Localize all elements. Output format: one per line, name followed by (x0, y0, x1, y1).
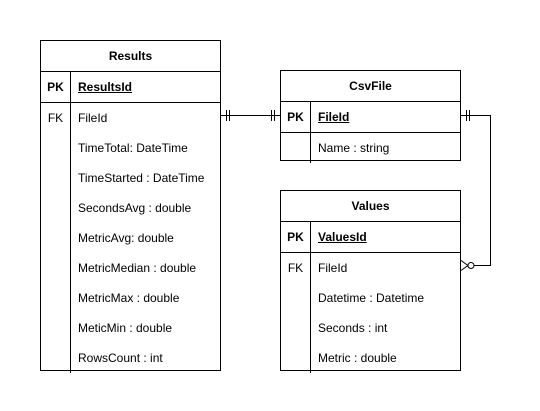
field-name: MetricMedian : double (78, 261, 197, 275)
pk-label: PK (281, 222, 311, 252)
field-name: Datetime : Datetime (318, 291, 425, 305)
connector-line (461, 115, 491, 266)
key-cell (281, 313, 311, 343)
values-entity[interactable]: Values PK ValuesId FK FileId Datetime : D… (280, 190, 461, 373)
key-cell (41, 343, 71, 373)
entity-title: Values (281, 191, 460, 222)
field-name: TimeStarted : DateTime (78, 171, 205, 185)
field-name: SecondsAvg : double (78, 201, 192, 215)
primary-key-row: PK ValuesId (281, 222, 460, 253)
field-name: TimeTotal: DateTime (78, 141, 188, 155)
field-name: RowsCount : int (78, 351, 163, 365)
key-cell (41, 253, 71, 283)
field-name: FileId (78, 111, 108, 125)
field-row: TimeTotal: DateTime (41, 133, 220, 163)
key-cell (41, 193, 71, 223)
fk-label: FK (41, 103, 71, 133)
field-row: MetricAvg: double (41, 223, 220, 253)
key-cell (41, 283, 71, 313)
primary-key-row: PK ResultsId (41, 72, 220, 103)
pk-field: FileId (318, 110, 350, 124)
field-name: Seconds : int (318, 321, 388, 335)
field-row: FK FileId (41, 103, 220, 133)
entity-title: Results (41, 41, 220, 72)
key-cell (41, 313, 71, 343)
key-cell (281, 343, 311, 373)
field-row: Seconds : int (281, 313, 460, 343)
key-cell (41, 133, 71, 163)
key-cell (41, 223, 71, 253)
field-row: Datetime : Datetime (281, 283, 460, 313)
field-row: MetricMedian : double (41, 253, 220, 283)
field-name: MeticMin : double (78, 321, 173, 335)
key-cell (281, 133, 311, 163)
field-name: FileId (318, 261, 348, 275)
results-entity[interactable]: Results PK ResultsId FK FileId TimeTotal:… (40, 40, 221, 373)
field-name: MetricMax : double (78, 291, 180, 305)
csvfile-entity[interactable]: CsvFile PK FileId Name : string (280, 70, 461, 163)
pk-field: ValuesId (318, 230, 367, 244)
field-row: Name : string (281, 133, 460, 163)
pk-label: PK (281, 102, 311, 132)
zero-marker (467, 262, 475, 269)
field-list: Name : string (281, 133, 460, 163)
field-name: Metric : double (318, 351, 397, 365)
primary-key-row: PK FileId (281, 102, 460, 133)
field-name: Name : string (318, 141, 390, 155)
field-row: SecondsAvg : double (41, 193, 220, 223)
entity-title: CsvFile (281, 71, 460, 102)
crowfoot-marker (460, 265, 469, 271)
field-row: MeticMin : double (41, 313, 220, 343)
fk-label: FK (281, 253, 311, 283)
field-list: FK FileId TimeTotal: DateTime TimeStarted… (41, 103, 220, 373)
key-cell (41, 163, 71, 193)
field-list: FK FileId Datetime : Datetime Seconds : i… (281, 253, 460, 373)
pk-field: ResultsId (78, 80, 133, 94)
field-row: FK FileId (281, 253, 460, 283)
field-row: MetricMax : double (41, 283, 220, 313)
crowfoot-marker (460, 260, 469, 266)
field-row: TimeStarted : DateTime (41, 163, 220, 193)
field-row: RowsCount : int (41, 343, 220, 373)
pk-label: PK (41, 72, 71, 102)
one-to-many-connector[interactable] (460, 110, 491, 271)
field-row: Metric : double (281, 343, 460, 373)
field-name: MetricAvg: double (78, 231, 174, 245)
key-cell (281, 283, 311, 313)
one-to-one-connector[interactable] (221, 110, 280, 121)
